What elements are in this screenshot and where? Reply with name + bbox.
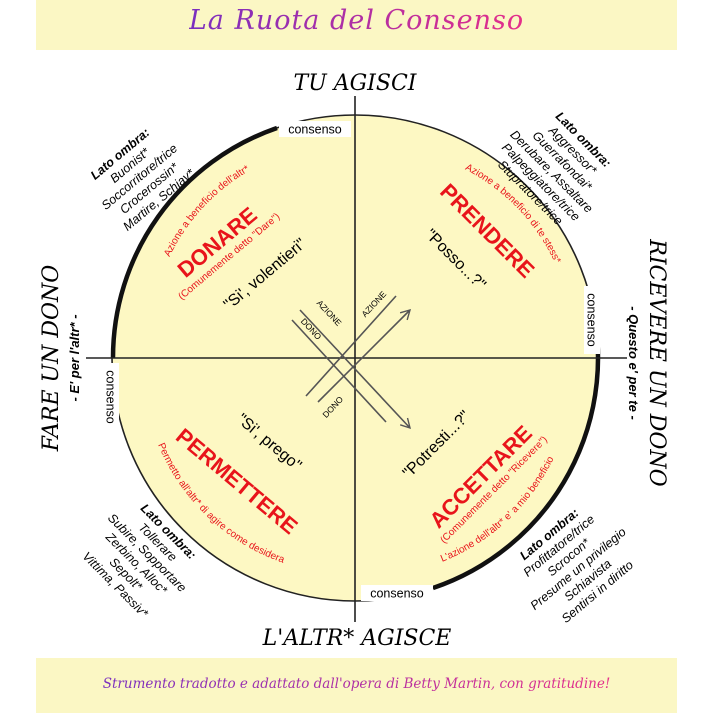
page-title: La Ruota del Consenso [36,5,677,36]
center-arrows [291,295,412,430]
svg-text:consenso: consenso [104,370,118,424]
axis-bottom-label: L'ALTR* AGISCE [262,626,452,651]
arrow-line-2 [291,319,387,423]
title-band: La Ruota del Consenso [36,0,677,50]
shadow-top-right: Lato ombra: Aggressor* Guerrafondai* Der… [495,109,614,228]
axis-right-subtitle: - Questo e' per te - [626,306,641,420]
axis-top-label: TU AGISCI [294,71,418,96]
axis-right-title: RICEVERE UN DONO [644,238,669,486]
arrow-down-right-1 [299,309,411,430]
footer-credit: Strumento tradotto e adattato dall'opera… [36,676,677,692]
axis-left-subtitle: - E' per l'altr* - [67,314,82,401]
consent-arc-top-left [110,125,278,359]
svg-text:consenso: consenso [370,587,424,601]
consent-label-top: consenso [279,121,351,137]
footer-band: Strumento tradotto e adattato dall'opera… [36,658,677,713]
consent-label-left: consenso [103,363,119,431]
arrow-up-right-1 [317,308,412,403]
footer-credit-text: Strumento tradotto e adattato dall'opera… [102,676,611,692]
svg-text:consenso: consenso [288,123,342,137]
svg-text:consenso: consenso [585,293,599,347]
axis-left-group: FARE UN DONO - E' per l'altr* - [39,265,82,453]
arrow-line-4 [305,295,397,397]
axis-left-title: FARE UN DONO [39,265,64,453]
axis-right-group: RICEVERE UN DONO - Questo e' per te - [626,238,669,486]
consent-label-right: consenso [584,286,600,354]
consent-label-bottom: consenso [361,585,433,601]
page-title-text: La Ruota del Consenso [188,5,525,36]
